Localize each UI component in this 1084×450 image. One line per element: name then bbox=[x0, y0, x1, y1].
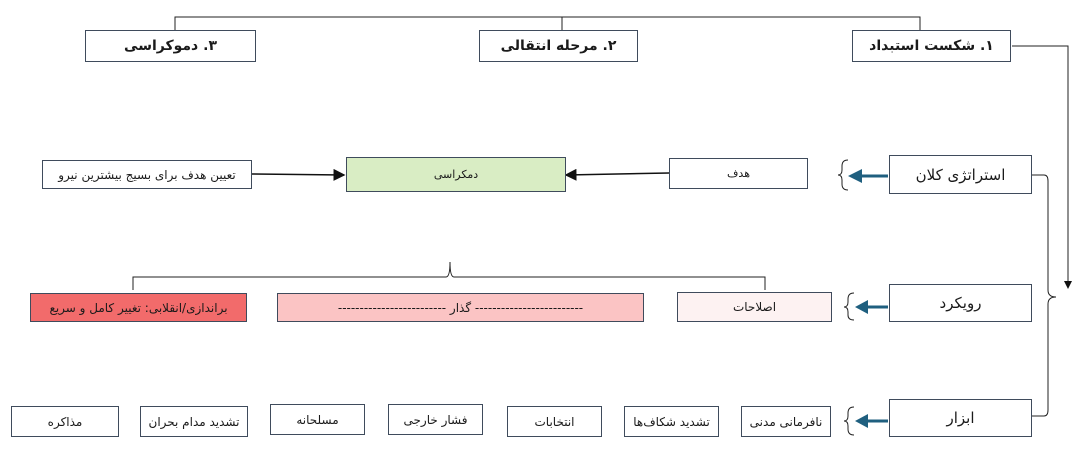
tool-civil-disobedience: نافرمانی مدنی bbox=[741, 406, 831, 437]
tool-elections: انتخابات bbox=[507, 406, 602, 437]
tool-foreign-pressure: فشار خارجی bbox=[388, 404, 483, 435]
tool-negotiation: مذاکره bbox=[11, 406, 119, 437]
levels-brace bbox=[1032, 174, 1057, 417]
level-strategy-box: استراتژی کلان bbox=[889, 155, 1032, 194]
bracket-tools bbox=[843, 406, 855, 436]
reforms-box: اصلاحات bbox=[677, 292, 832, 322]
tool-armed: مسلحانه bbox=[270, 404, 365, 435]
democracy-box: دمکراسی bbox=[346, 157, 566, 192]
approach-bracket bbox=[132, 261, 766, 290]
bracket-strategy bbox=[837, 159, 849, 191]
overthrow-box: براندازی/انقلابی: تغییر کامل و سریع bbox=[30, 293, 247, 322]
phase-2-box: ۲. مرحله انتقالی bbox=[479, 30, 638, 62]
level-approach-box: رویکرد bbox=[889, 284, 1032, 322]
top-bracket bbox=[174, 16, 921, 30]
goal-box: هدف bbox=[669, 158, 808, 189]
phase-3-box: ۳. دموکراسی bbox=[85, 30, 256, 62]
flow-line-down bbox=[1012, 45, 1072, 289]
transition-box: ------------------------- گذار ---------… bbox=[277, 293, 644, 322]
level-tools-box: ابزار bbox=[889, 399, 1032, 437]
mobilize-box: تعیین هدف برای بسیج بیشترین نیرو bbox=[42, 160, 252, 189]
tool-crisis-escalation: تشدید مدام بحران bbox=[140, 406, 248, 437]
phase-1-box: ۱. شکست استبداد bbox=[852, 30, 1011, 62]
tool-widen-rifts: تشدید شکاف‌ها bbox=[624, 406, 719, 437]
arrow-goal-to-democracy bbox=[564, 168, 670, 181]
bracket-approach bbox=[843, 292, 855, 321]
arrow-mobilize-to-democracy bbox=[251, 168, 346, 181]
